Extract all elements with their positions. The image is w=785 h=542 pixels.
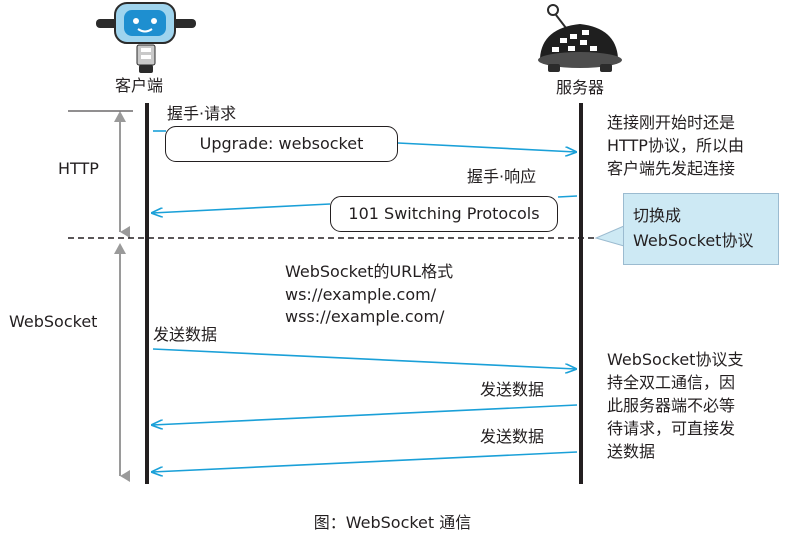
handshake-request-label: 握手·请求 [167,104,237,123]
server-label: 服务器 [556,78,605,97]
robot-icon [96,2,196,73]
note-line: 连接刚开始时还是 [607,113,736,132]
url-format-ws: ws://example.com/ [285,285,437,304]
note-line: 持全双工通信，因 [607,373,736,392]
server-send-arrow-2 [152,451,578,472]
client-send-arrow [152,348,576,369]
note-line: 送数据 [607,442,656,461]
handshake-request-arrow [397,142,576,152]
callout-line: 切换成 [633,206,682,225]
figure-caption: 图：WebSocket 通信 [313,513,472,532]
note-line: HTTP协议，所以由 [607,136,744,155]
server-send-label-2: 发送数据 [480,427,545,446]
server-send-label-1: 发送数据 [480,380,545,399]
websocket-phase-arrow-top [114,243,126,254]
http-phase-arrow-top [114,111,126,122]
note-line: 待请求，可直接发 [607,419,736,438]
full-duplex-note: WebSocket协议支 持全双工通信，因 此服务器端不必等 待请求，可直接发 … [607,348,743,463]
http-phase-label: HTTP [58,159,99,178]
callout-pointer [594,225,625,247]
response-arrow-stub [557,195,578,198]
handshake-response-arrow [152,203,331,213]
switch-protocol-callout: 切换成 WebSocket协议 [623,193,779,265]
note-line: WebSocket协议支 [607,350,744,369]
client-send-label: 发送数据 [153,325,218,344]
server-send-arrow-1 [152,404,578,425]
client-label: 客户端 [115,76,164,95]
handshake-response-label: 握手·响应 [467,167,537,186]
url-format-heading: WebSocket的URL格式 [285,262,454,281]
websocket-phase-label: WebSocket [9,312,98,331]
upgrade-header-box: Upgrade: websocket [165,126,398,162]
connection-start-note: 连接刚开始时还是 HTTP协议，所以由 客户端先发起连接 [607,111,744,180]
note-line: 客户端先发起连接 [607,159,736,178]
switching-protocols-box: 101 Switching Protocols [330,196,558,232]
callout-line: WebSocket协议 [633,231,754,250]
url-format-wss: wss://example.com/ [285,307,445,326]
note-line: 此服务器端不必等 [607,396,736,415]
server-robot-icon [538,4,622,72]
